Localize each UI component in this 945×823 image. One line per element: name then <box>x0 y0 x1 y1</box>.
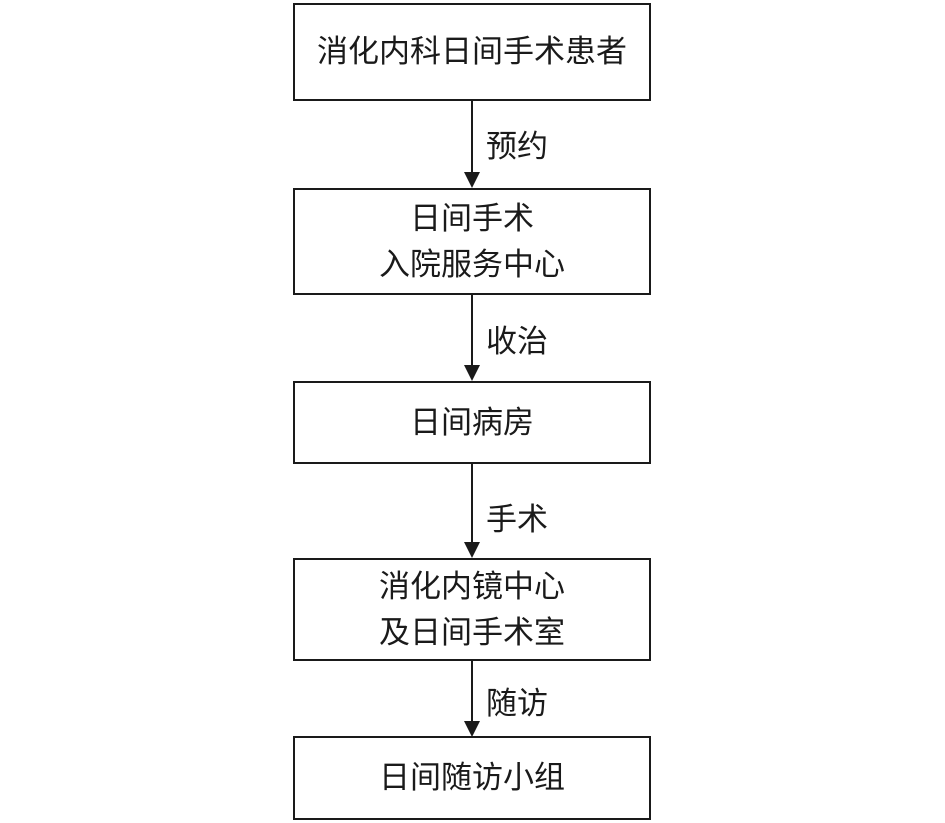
node-ward: 日间病房 <box>293 381 651 464</box>
edge-label-admission: 收治 <box>486 324 548 360</box>
arrow-head-icon <box>464 365 480 381</box>
node-label: 消化内科日间手术患者 <box>317 34 627 70</box>
arrow-line <box>471 464 473 543</box>
node-admission-center: 日间手术 入院服务中心 <box>293 188 651 295</box>
node-label-line-1: 日间手术 <box>410 200 534 237</box>
node-label-line-2: 入院服务中心 <box>379 246 565 283</box>
edge-label-surgery: 手术 <box>486 502 548 538</box>
node-label: 日间病房 <box>410 404 534 441</box>
node-followup-team: 日间随访小组 <box>293 736 651 820</box>
arrow-head-icon <box>464 542 480 558</box>
node-label-line-1: 消化内镜中心 <box>379 568 565 605</box>
edge-label-appointment: 预约 <box>486 129 548 165</box>
arrow-line <box>471 661 473 722</box>
node-patient: 消化内科日间手术患者 <box>293 3 651 101</box>
arrow-line <box>471 101 473 173</box>
node-label-line-2: 及日间手术室 <box>379 614 565 651</box>
edge-label-followup: 随访 <box>486 686 548 722</box>
arrow-head-icon <box>464 721 480 737</box>
node-endoscopy-center: 消化内镜中心 及日间手术室 <box>293 558 651 661</box>
arrow-head-icon <box>464 172 480 188</box>
node-label: 日间随访小组 <box>379 760 565 796</box>
arrow-line <box>471 295 473 366</box>
